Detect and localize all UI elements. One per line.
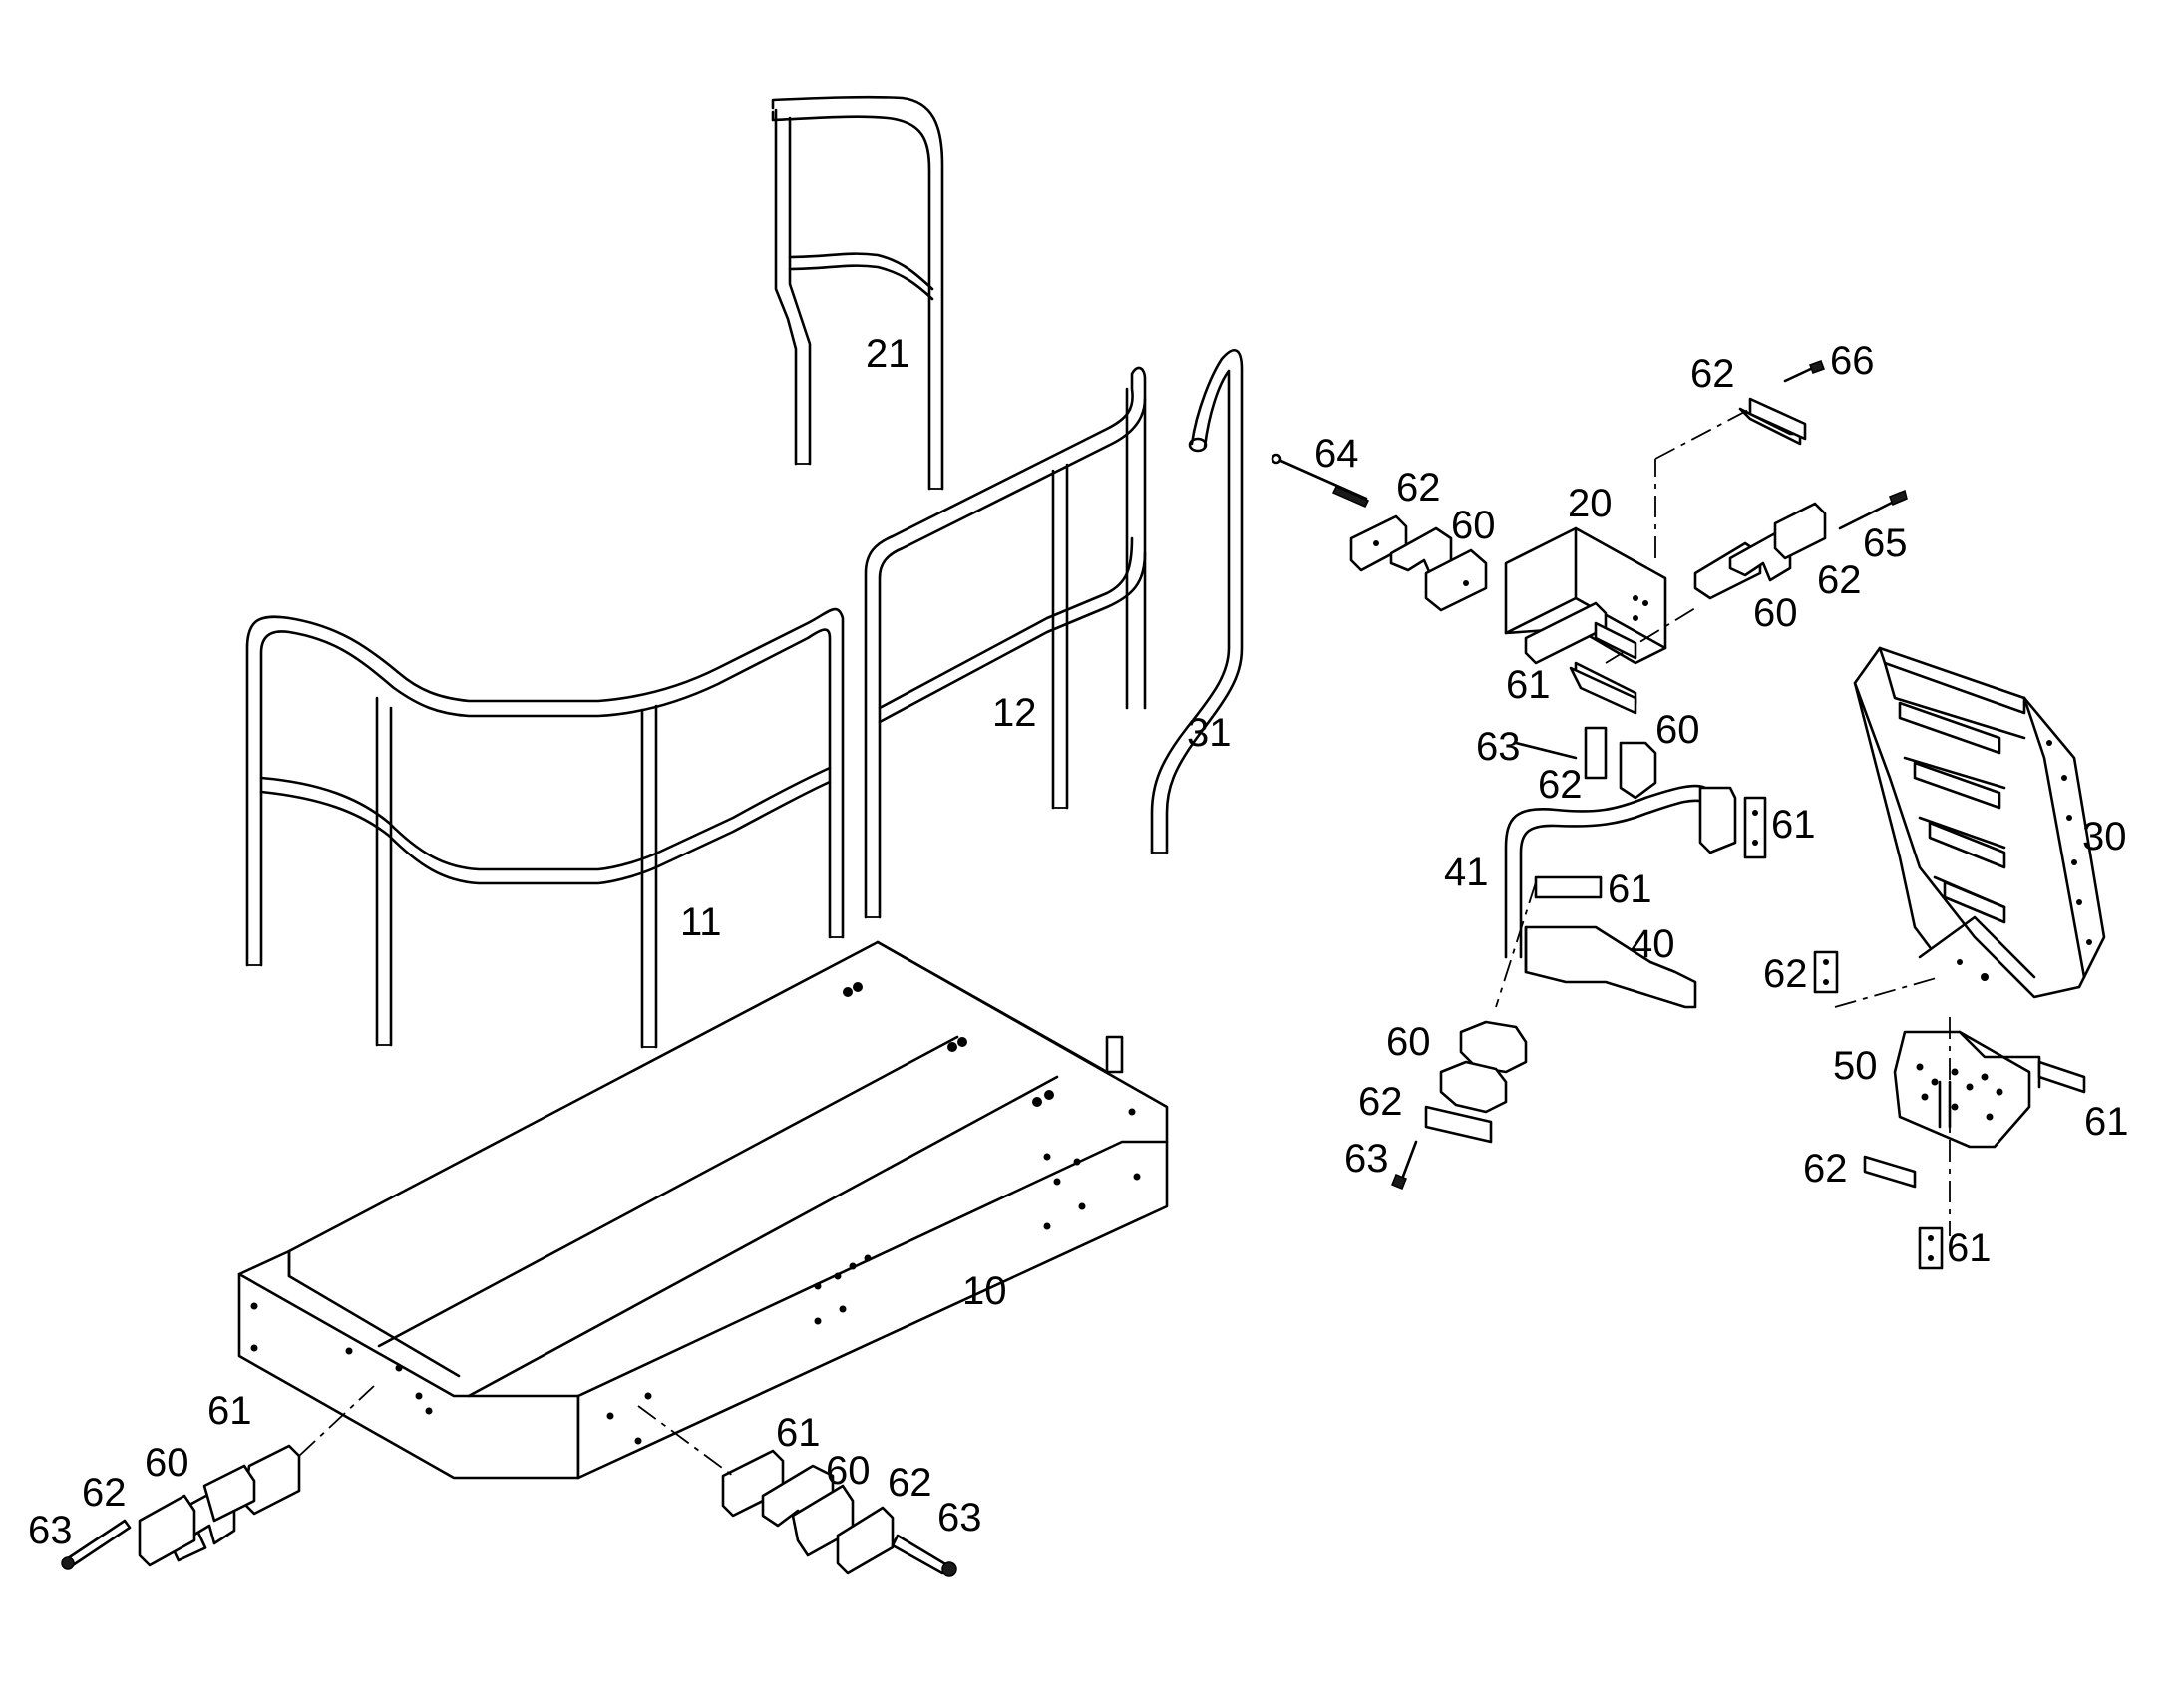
label-41: 41 (1444, 851, 1489, 894)
label-61: 61 (1771, 803, 1816, 847)
label-60: 60 (1753, 591, 1798, 635)
label-12: 12 (992, 691, 1037, 735)
clamp-assembly-lower (1391, 1020, 1528, 1190)
label-63: 63 (1476, 725, 1521, 769)
railing-part-11 (245, 607, 845, 1049)
label-63: 63 (1344, 1137, 1389, 1181)
clamp-assembly-right (637, 1405, 957, 1577)
label-31: 31 (1187, 711, 1232, 755)
handle-part-31 (1150, 349, 1244, 854)
label-50: 50 (1833, 1044, 1878, 1088)
bracket-part-40 (1524, 875, 1697, 1009)
label-60: 60 (1451, 504, 1496, 547)
label-62: 62 (1803, 1147, 1848, 1191)
label-40: 40 (1631, 922, 1675, 966)
label-62: 62 (1817, 558, 1862, 602)
label-65: 65 (1863, 521, 1908, 565)
label-61: 61 (207, 1389, 252, 1433)
clamp-assembly-left (61, 1385, 375, 1570)
label-60: 60 (1386, 1020, 1431, 1064)
handrail-part-21 (771, 95, 944, 491)
plate-part-61-bottom (1918, 1226, 1944, 1270)
plate-part-61-middle (1594, 621, 1637, 660)
label-61: 61 (1506, 663, 1551, 707)
platform-part-10 (237, 940, 1169, 1480)
label-62: 62 (1358, 1080, 1403, 1124)
label-61: 61 (1608, 867, 1652, 911)
label-64: 64 (1314, 432, 1359, 476)
clamp-assembly-upper-right (1693, 489, 1908, 600)
plate-part-61-lower-right (2037, 1060, 2086, 1094)
label-62: 62 (1690, 352, 1735, 396)
label-62: 62 (82, 1471, 127, 1515)
plate-bolt-part-66 (1738, 360, 1825, 446)
staircase-part-30 (1853, 646, 2106, 999)
label-63: 63 (937, 1496, 982, 1539)
handle-part-41 (1495, 784, 1707, 1008)
label-61: 61 (1947, 1226, 1992, 1270)
label-21: 21 (866, 332, 910, 376)
bracket-part-50 (1834, 976, 2041, 1236)
railing-part-12 (864, 366, 1147, 919)
label-20: 20 (1568, 482, 1613, 525)
clamp-assembly-part-41 (1514, 726, 1767, 859)
label-62: 62 (1763, 952, 1808, 996)
label-30: 30 (2082, 815, 2127, 858)
label-61: 61 (2084, 1100, 2129, 1144)
label-62: 62 (1396, 466, 1441, 510)
label-62: 62 (1538, 763, 1583, 807)
label-60: 60 (826, 1449, 871, 1493)
label-60: 60 (1655, 708, 1700, 752)
label-63: 63 (28, 1509, 73, 1552)
label-61: 61 (776, 1411, 821, 1455)
plate-part-62-lower-left (1813, 950, 1839, 994)
label-11: 11 (680, 900, 722, 944)
label-10: 10 (962, 1269, 1007, 1313)
clamp-assembly-upper (1271, 453, 1488, 612)
label-60: 60 (145, 1441, 189, 1485)
plate-part-62-lower (1863, 1155, 1917, 1189)
label-62: 62 (888, 1461, 932, 1505)
part-labels: 10 11 12 20 21 30 31 40 41 50 60 60 60 6… (28, 332, 2129, 1552)
label-66: 66 (1830, 339, 1875, 383)
bracket-part-20 (1504, 408, 1751, 715)
